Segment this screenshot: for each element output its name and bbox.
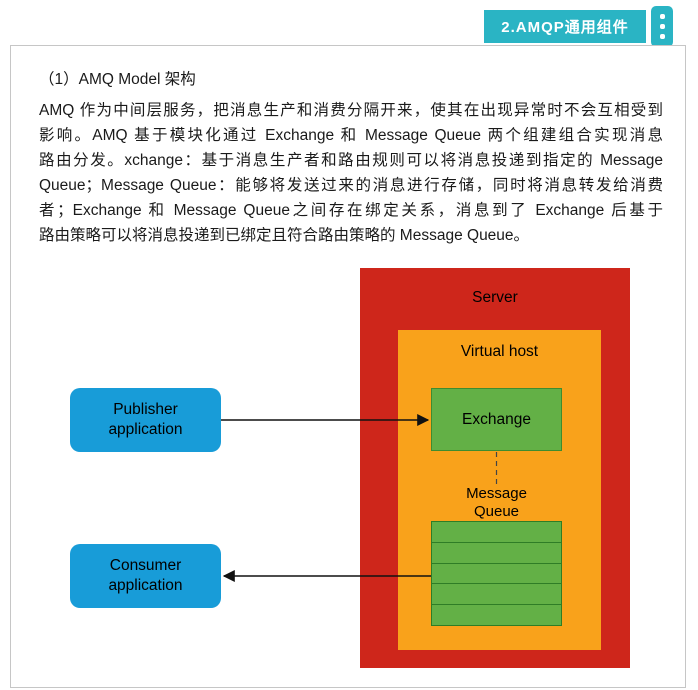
body-line: 影响。AMQ 基于模块化通过 Exchange 和 Message Queue … bbox=[39, 127, 663, 144]
server-label: Server bbox=[472, 289, 518, 306]
virtual-host-label: Virtual host bbox=[460, 343, 539, 360]
article-body: AMQ 作为中间层服务，把消息生产和消费分隔开来，使其在出现异常时不会互相受到 … bbox=[39, 98, 663, 248]
queue-row bbox=[432, 584, 561, 606]
message-queue-label: Message Queue bbox=[431, 485, 562, 521]
body-line: 路由策略可以将消息投递到已绑定且符合路由策略的 Message Queue。 bbox=[39, 227, 530, 244]
exchange-node: Exchange bbox=[431, 388, 562, 451]
exchange-label: Exchange bbox=[462, 410, 531, 428]
section-header-label: 2.AMQP通用组件 bbox=[501, 19, 629, 36]
consumer-label-line2: application bbox=[108, 577, 183, 594]
publisher-label-line1: Publisher bbox=[113, 401, 178, 418]
dot-icon bbox=[659, 34, 665, 39]
queue-row bbox=[432, 605, 561, 625]
consumer-label-line1: Consumer bbox=[109, 557, 182, 574]
message-queue-stack bbox=[431, 521, 562, 626]
body-line: Queue；Message Queue：能够将发送过来的消息进行存储，同时将消息… bbox=[39, 177, 663, 194]
dots-menu-icon bbox=[651, 6, 673, 47]
dot-icon bbox=[659, 24, 665, 29]
publisher-application-node: Publisher application bbox=[70, 388, 221, 452]
publisher-label-line2: application bbox=[108, 421, 183, 438]
body-line: AMQ 作为中间层服务，把消息生产和消费分隔开来，使其在出现异常时不会互相受到 bbox=[39, 102, 663, 119]
message-queue-label-line2: Queue bbox=[473, 503, 520, 520]
dot-icon bbox=[659, 14, 665, 19]
article-heading: （1）AMQ Model 架构 bbox=[39, 71, 196, 88]
consumer-application-node: Consumer application bbox=[70, 544, 221, 608]
queue-row bbox=[432, 522, 561, 543]
body-line: 者；Exchange 和 Message Queue之间存在绑定关系，消息到了 … bbox=[39, 202, 663, 219]
queue-row bbox=[432, 543, 561, 564]
body-line: 路由分发。xchange：基于消息生产者和路由规则可以将消息投递到指定的 Mes… bbox=[39, 152, 663, 169]
section-header-badge: 2.AMQP通用组件 bbox=[484, 10, 646, 43]
message-queue-label-line1: Message bbox=[466, 485, 527, 502]
queue-row bbox=[432, 564, 561, 585]
